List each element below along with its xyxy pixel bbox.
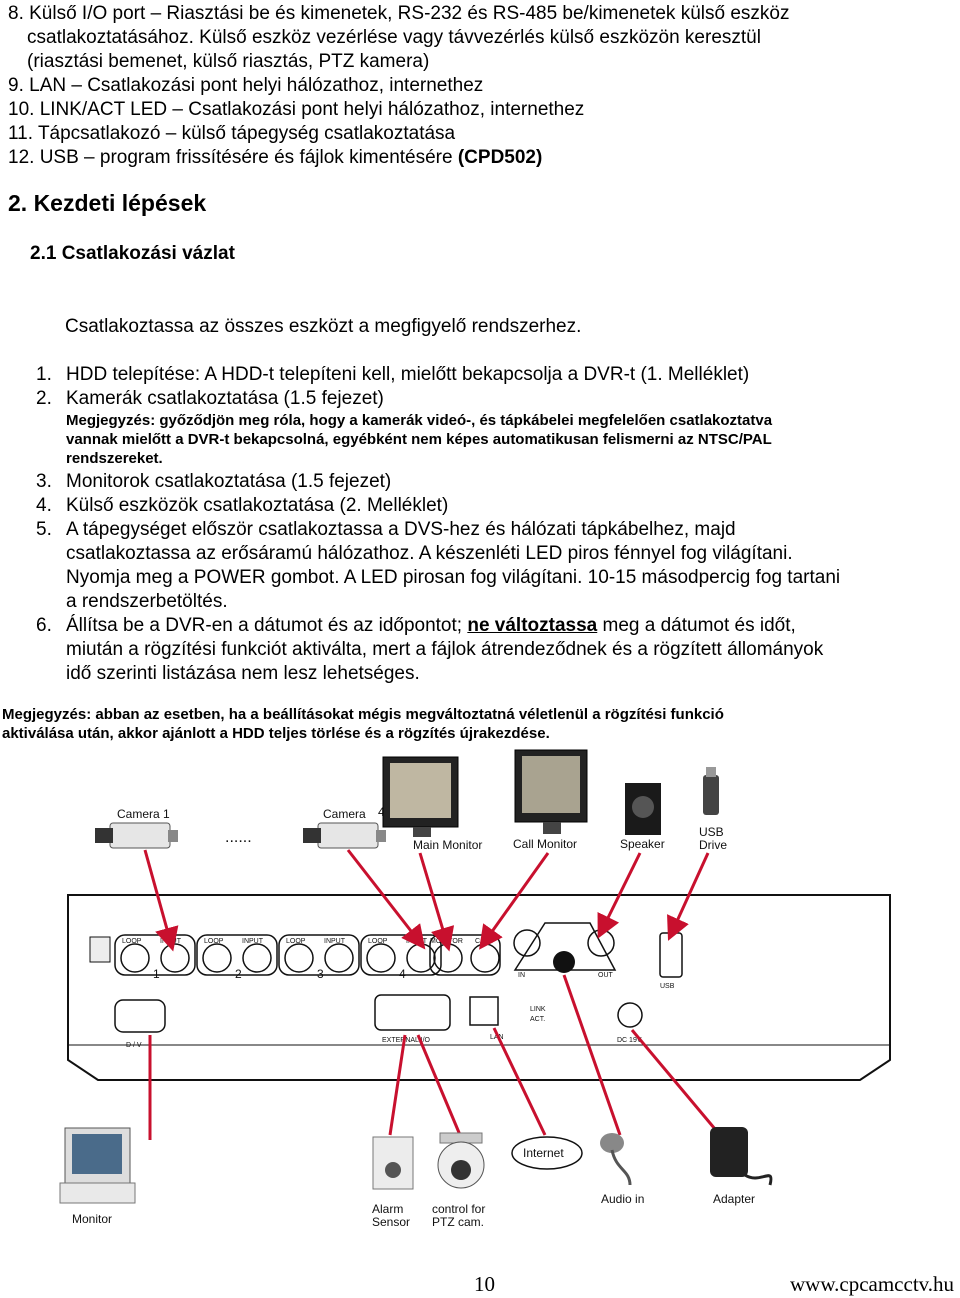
list-item-11: 11. Tápcsatlakozó – külső tápegység csat… [8, 123, 456, 144]
panel-out: OUT [598, 972, 614, 979]
item-8-line2: csatlakoztatásához. Külső eszköz vezérlé… [27, 27, 761, 48]
item-8-line3: (riasztási bemenet, külső riasztás, PTZ … [27, 51, 430, 72]
item-8-line1: 8. Külső I/O port – Riasztási be és kime… [8, 3, 790, 24]
camera-4-icon [303, 822, 386, 849]
usb-drive-label-2: Drive [699, 838, 727, 852]
internet-cloud-icon [511, 1136, 583, 1170]
ptz-label-2: PTZ cam. [432, 1215, 484, 1229]
step-3-number: 3. [36, 471, 52, 492]
footer-url: www.cpcamcctv.hu [790, 1272, 955, 1296]
panel-loop-2: LOOP [204, 938, 224, 945]
bottom-note-line1: Megjegyzés: abban az esetben, ha a beáll… [2, 706, 724, 723]
ptz-label-1: control for [432, 1202, 485, 1216]
panel-num-4: 4 [399, 967, 406, 981]
panel-in: IN [518, 972, 525, 979]
monitor-label: Monitor [72, 1212, 112, 1226]
step-4-text: Külső eszközök csatlakoztatása (2. Mellé… [66, 495, 449, 516]
panel-loop-4: LOOP [368, 938, 388, 945]
panel-call: CALL [475, 938, 493, 945]
emphasis-underlined: ne változtassa [467, 615, 598, 636]
dvr-rear-panel: LOOP INPUT LOOP INPUT LOOP INPUT LOOP IN… [67, 894, 891, 1081]
panel-dc: DC 19V [617, 1037, 642, 1044]
connection-diagram: Camera 1 Camera 4 ...... Main Monitor Ca… [59, 749, 891, 1229]
step-2-note-line1: Megjegyzés: győződjön meg róla, hogy a k… [66, 412, 773, 429]
step-2-note-line2: vannak mielőtt a DVR-t bekapcsolná, egyé… [66, 431, 772, 448]
microphone-icon [600, 1133, 632, 1186]
main-monitor-label: Main Monitor [413, 838, 482, 852]
connection-arrows [143, 849, 722, 1140]
step-5-line3: Nyomja meg a POWER gombot. A LED pirosan… [66, 567, 841, 588]
step-5-line1: A tápegységet először csatlakoztassa a D… [66, 519, 736, 540]
step-5-number: 5. [36, 519, 52, 540]
panel-dv: D / V [126, 1042, 142, 1049]
alarm-sensor-icon [372, 1136, 414, 1190]
step-1-number: 1. [36, 364, 52, 385]
step-6-line1: Állítsa be a DVR-en a dátumot és az időp… [66, 615, 796, 636]
main-monitor-icon [382, 756, 459, 837]
adapter-label: Adapter [713, 1192, 755, 1206]
power-adapter-icon [710, 1127, 773, 1186]
step-1-text: HDD telepítése: A HDD-t telepíteni kell,… [66, 364, 750, 385]
speaker-icon [625, 783, 661, 835]
panel-loop-1: LOOP [122, 938, 142, 945]
pc-monitor-icon [59, 1127, 136, 1204]
step-3-text: Monitorok csatlakoztatása (1.5 fejezet) [66, 471, 392, 492]
intro-text: Csatlakoztassa az összes eszközt a megfi… [65, 316, 582, 337]
panel-act: ACT. [530, 1016, 545, 1023]
step-6-line3: idő szerinti listázása nem lesz lehetség… [66, 663, 420, 684]
list-item-12: 12. USB – program frissítésére és fájlok… [8, 147, 543, 168]
list-item-10: 10. LINK/ACT LED – Csatlakozási pont hel… [8, 99, 585, 120]
step-4-number: 4. [36, 495, 52, 516]
list-item-8: 8. Külső I/O port – Riasztási be és kime… [8, 2, 958, 26]
step-2-number: 2. [36, 388, 52, 409]
panel-external-io: EXTERNAL I/O [382, 1037, 431, 1044]
page-number: 10 [474, 1272, 495, 1296]
bottom-note-line2: aktiválása után, akkor ajánlott a HDD te… [2, 725, 550, 742]
ptz-camera-icon [437, 1132, 485, 1189]
internet-label: Internet [523, 1146, 564, 1160]
camera-1-label: Camera 1 [117, 807, 170, 821]
camera-4-number: 4 [378, 805, 385, 819]
camera-1-icon [95, 822, 178, 849]
alarm-label-2: Sensor [372, 1215, 410, 1229]
call-monitor-icon [514, 749, 588, 834]
step-6-number: 6. [36, 615, 52, 636]
panel-usb: USB [660, 983, 675, 990]
camera-ellipsis: ...... [225, 829, 252, 846]
alarm-label-1: Alarm [372, 1202, 403, 1216]
panel-num-3: 3 [317, 967, 324, 981]
audio-in-label: Audio in [601, 1192, 644, 1206]
speaker-label: Speaker [620, 837, 665, 851]
step-5-line4: a rendszerbetöltés. [66, 591, 228, 612]
panel-link: LINK [530, 1006, 546, 1013]
subsection-title: 2.1 Csatlakozási vázlat [30, 243, 235, 264]
step-2-note-line3: rendszereket. [66, 450, 163, 467]
panel-num-1: 1 [153, 967, 160, 981]
panel-loop-3: LOOP [286, 938, 306, 945]
call-monitor-label: Call Monitor [513, 837, 577, 851]
step-2-text: Kamerák csatlakoztatása (1.5 fejezet) [66, 388, 384, 409]
usb-drive-label-1: USB [699, 825, 724, 839]
panel-input-3: INPUT [324, 938, 346, 945]
list-item-9: 9. LAN – Csatlakozási pont helyi hálózat… [8, 75, 484, 96]
step-5-line2: csatlakoztassa az erősáramú hálózathoz. … [66, 543, 793, 564]
camera-4-label: Camera [323, 807, 366, 821]
section-title: 2. Kezdeti lépések [8, 190, 207, 216]
panel-num-2: 2 [235, 967, 242, 981]
panel-input-2: INPUT [242, 938, 264, 945]
panel-lan: LAN [490, 1034, 504, 1041]
usb-drive-icon [703, 767, 719, 815]
step-6-line2: miután a rögzítési funkciót aktiválta, m… [66, 639, 824, 660]
